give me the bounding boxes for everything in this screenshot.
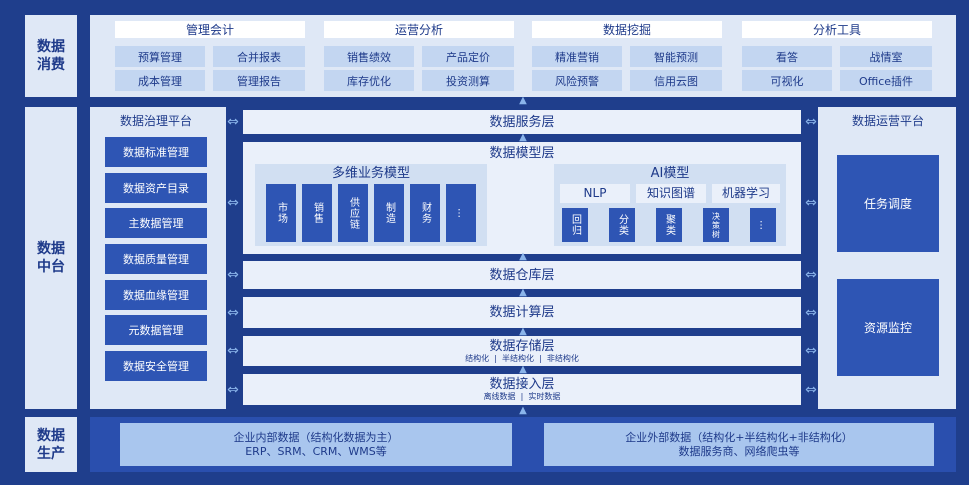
left-right-arrow-icon: ⇔ <box>227 343 239 359</box>
governance-item: 数据血缘管理 <box>105 280 207 310</box>
multi-model-item: 销售 <box>302 184 332 242</box>
governance-title: 数据治理平台 <box>119 113 192 128</box>
consume-item: 库存优化 <box>324 70 414 91</box>
multi-model-item: … <box>446 184 476 242</box>
warehouse-layer: 数据仓库层 <box>243 261 801 289</box>
model-layer-label: 数据模型层 <box>489 145 555 161</box>
left-right-arrow-icon: ⇔ <box>805 114 817 130</box>
multi-model-item: 财务 <box>410 184 440 242</box>
governance-platform: 数据治理平台 数据标准管理 数据资产目录 主数据管理 数据质量管理 数据血缘管理… <box>92 109 220 407</box>
compute-layer: 数据计算层 <box>243 297 801 328</box>
internal-data-line1: 企业内部数据（结构化数据为主） <box>233 430 399 444</box>
consume-item: 投资测算 <box>422 70 514 91</box>
governance-item: 元数据管理 <box>105 315 207 345</box>
up-arrow-icon: ▲ <box>519 364 527 375</box>
up-arrow-icon: ▲ <box>519 95 527 106</box>
ai-model-item: 决策树 <box>703 208 729 242</box>
storage-layer: 数据存储层 结构化 | 半结构化 | 非结构化 <box>243 336 801 366</box>
ai-model-item: 分类 <box>609 208 635 242</box>
left-right-arrow-icon: ⇔ <box>805 267 817 283</box>
ai-model-item: 聚类 <box>656 208 682 242</box>
left-right-arrow-icon: ⇔ <box>227 195 239 211</box>
governance-item: 主数据管理 <box>105 208 207 238</box>
model-layer: 数据模型层 多维业务模型 市场 销售 供应链 制造 财务 … AI模型 NLP … <box>243 142 801 254</box>
operations-title: 数据运营平台 <box>851 113 924 128</box>
ai-head-box: NLP <box>560 184 630 203</box>
ai-model-item: 回归 <box>562 208 588 242</box>
left-right-arrow-icon: ⇔ <box>805 343 817 359</box>
consume-item: 信用云图 <box>630 70 722 91</box>
ai-model-title: AI模型 <box>650 166 690 181</box>
up-arrow-icon: ▲ <box>519 251 527 262</box>
multi-model-item: 市场 <box>266 184 296 242</box>
label-data-consume: 数据 消费 <box>25 15 77 97</box>
multi-dim-model-title: 多维业务模型 <box>331 166 410 181</box>
ai-head-box: 机器学习 <box>712 184 780 203</box>
internal-data-box: 企业内部数据（结构化数据为主） ERP、SRM、CRM、WMS等 <box>120 423 512 466</box>
external-data-line1: 企业外部数据（结构化+半结构化+非结构化） <box>625 430 853 444</box>
governance-item: 数据安全管理 <box>105 351 207 381</box>
ai-head-box: 知识图谱 <box>636 184 706 203</box>
up-arrow-icon: ▲ <box>519 405 527 416</box>
ai-model-item: … <box>750 208 776 242</box>
operations-platform: 数据运营平台 任务调度 资源监控 <box>822 109 954 407</box>
up-arrow-icon: ▲ <box>519 132 527 143</box>
multi-dim-model: 多维业务模型 市场 销售 供应链 制造 财务 … <box>255 164 487 246</box>
left-right-arrow-icon: ⇔ <box>227 267 239 283</box>
internal-data-line2: ERP、SRM、CRM、WMS等 <box>245 444 387 458</box>
consume-group-title: 分析工具 <box>742 21 932 38</box>
service-layer: 数据服务层 <box>243 110 801 134</box>
storage-layer-label: 数据存储层 <box>489 338 555 354</box>
consume-item: 管理报告 <box>213 70 305 91</box>
access-layer-sub: 离线数据 | 实时数据 <box>483 392 561 401</box>
consume-item: 智能预测 <box>630 46 722 67</box>
multi-model-item: 制造 <box>374 184 404 242</box>
operations-item: 任务调度 <box>837 155 939 252</box>
up-arrow-icon: ▲ <box>519 326 527 337</box>
governance-item: 数据标准管理 <box>105 137 207 167</box>
service-layer-label: 数据服务层 <box>489 114 555 130</box>
ai-model: AI模型 NLP 知识图谱 机器学习 回归 分类 聚类 决策树 … <box>554 164 786 246</box>
governance-item: 数据质量管理 <box>105 244 207 274</box>
consume-group-title: 数据挖掘 <box>532 21 722 38</box>
consume-item: 合并报表 <box>213 46 305 67</box>
compute-layer-label: 数据计算层 <box>489 305 555 320</box>
consume-item: 战情室 <box>840 46 932 67</box>
left-right-arrow-icon: ⇔ <box>227 114 239 130</box>
label-data-middle: 数据 中台 <box>25 107 77 409</box>
governance-item: 数据资产目录 <box>105 173 207 203</box>
consume-group-title: 管理会计 <box>115 21 305 38</box>
multi-model-item: 供应链 <box>338 184 368 242</box>
external-data-box: 企业外部数据（结构化+半结构化+非结构化） 数据服务商、网络爬虫等 <box>544 423 934 466</box>
operations-item: 资源监控 <box>837 279 939 376</box>
consume-item: 可视化 <box>742 70 832 91</box>
left-right-arrow-icon: ⇔ <box>227 382 239 398</box>
external-data-line2: 数据服务商、网络爬虫等 <box>678 444 800 458</box>
label-data-produce: 数据 生产 <box>25 417 77 472</box>
left-right-arrow-icon: ⇔ <box>227 305 239 321</box>
consume-group-title: 运营分析 <box>324 21 514 38</box>
left-right-arrow-icon: ⇔ <box>805 305 817 321</box>
consume-item: 预算管理 <box>115 46 205 67</box>
consume-item: Office插件 <box>840 70 932 91</box>
access-layer: 数据接入层 离线数据 | 实时数据 <box>243 374 801 405</box>
consume-item: 产品定价 <box>422 46 514 67</box>
storage-layer-sub: 结构化 | 半结构化 | 非结构化 <box>465 353 579 363</box>
consume-item: 看答 <box>742 46 832 67</box>
consume-item: 风险预警 <box>532 70 622 91</box>
up-arrow-icon: ▲ <box>519 287 527 298</box>
left-right-arrow-icon: ⇔ <box>805 382 817 398</box>
warehouse-layer-label: 数据仓库层 <box>489 267 555 283</box>
data-produce-panel: 企业内部数据（结构化数据为主） ERP、SRM、CRM、WMS等 企业外部数据（… <box>90 417 956 472</box>
left-right-arrow-icon: ⇔ <box>805 195 817 211</box>
consume-item: 成本管理 <box>115 70 205 91</box>
data-consume-panel: 管理会计 预算管理 合并报表 成本管理 管理报告 运营分析 销售绩效 产品定价 … <box>90 15 956 97</box>
access-layer-label: 数据接入层 <box>489 377 555 392</box>
consume-item: 精准营销 <box>532 46 622 67</box>
consume-item: 销售绩效 <box>324 46 414 67</box>
